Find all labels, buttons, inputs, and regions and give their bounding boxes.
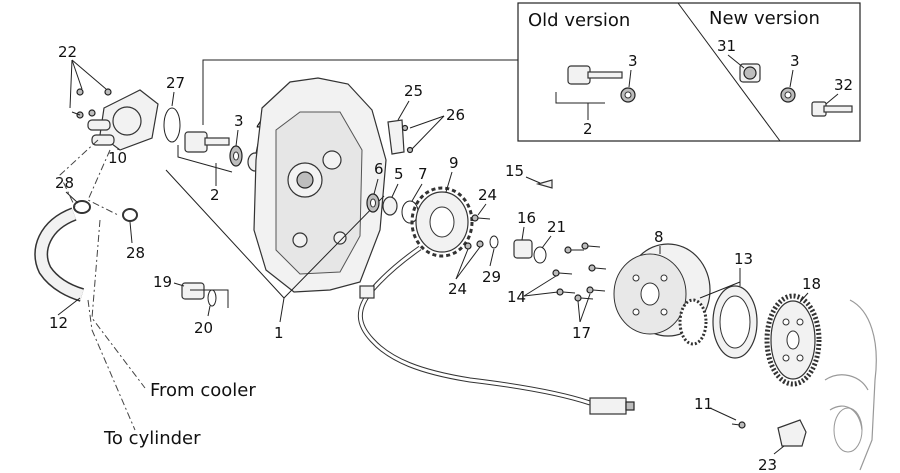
part-number-label: 13 — [734, 250, 753, 268]
part-number-label: 6 — [374, 160, 384, 178]
part-number-label: 7 — [418, 165, 428, 183]
to-cylinder-label: To cylinder — [103, 428, 201, 449]
part-number-label: 24 — [478, 186, 497, 204]
version-inset: Old version New version 3 2 31 3 32 — [517, 2, 861, 142]
part-number-label: 31 — [717, 37, 736, 55]
coolant-hose — [34, 200, 138, 302]
part-number-label: 10 — [108, 149, 127, 167]
pump-shaft-group — [177, 131, 263, 186]
part-number-label: 8 — [654, 228, 664, 246]
part-number-label: 9 — [449, 154, 459, 172]
pump-cover — [71, 88, 159, 151]
part-number-label: 16 — [517, 209, 536, 227]
engine-case-outline — [824, 299, 877, 471]
part-number-label: 17 — [572, 324, 591, 342]
part-number-label: 3 — [628, 52, 638, 70]
part-number-label: 19 — [153, 273, 172, 291]
stator-wiring — [357, 245, 635, 415]
part-number-label: 26 — [446, 106, 465, 124]
part-number-label: 27 — [166, 74, 185, 92]
part-number-label: 3 — [234, 112, 244, 130]
part-number-label: 20 — [194, 319, 213, 337]
part-number-label: 1 — [274, 324, 284, 342]
part-number-label: 22 — [58, 43, 77, 61]
old-version-label: Old version — [528, 10, 630, 31]
part-number-label: 23 — [758, 456, 777, 473]
old-pump-shaft — [555, 65, 636, 120]
part-number-label: 18 — [802, 275, 821, 293]
part-number-label: 15 — [505, 162, 524, 180]
starter-gear — [764, 293, 822, 387]
part-number-label: 14 — [507, 288, 526, 306]
part-number-label: 28 — [55, 174, 74, 192]
part-number-label: 11 — [694, 395, 713, 413]
part-number-label: 12 — [49, 314, 68, 332]
part-number-label: 2 — [583, 120, 593, 138]
part-number-label: 5 — [394, 165, 404, 183]
crankcase-cover — [253, 77, 387, 293]
stator — [410, 186, 474, 258]
new-version-label: New version — [709, 8, 820, 29]
part-number-label: 32 — [834, 76, 853, 94]
part-number-label: 29 — [482, 268, 501, 286]
starter-clutch — [678, 285, 758, 359]
bolts — [552, 242, 607, 302]
part-number-label: 28 — [126, 244, 145, 262]
part-number-label: 24 — [448, 280, 467, 298]
part-number-label: 2 — [210, 186, 220, 204]
flow-lines — [59, 139, 146, 431]
part-number-label: 3 — [790, 52, 800, 70]
from-cooler-label: From cooler — [150, 380, 256, 401]
new-pump-parts — [739, 63, 853, 117]
part-number-label: 25 — [404, 82, 423, 100]
part-number-label: 21 — [547, 218, 566, 236]
